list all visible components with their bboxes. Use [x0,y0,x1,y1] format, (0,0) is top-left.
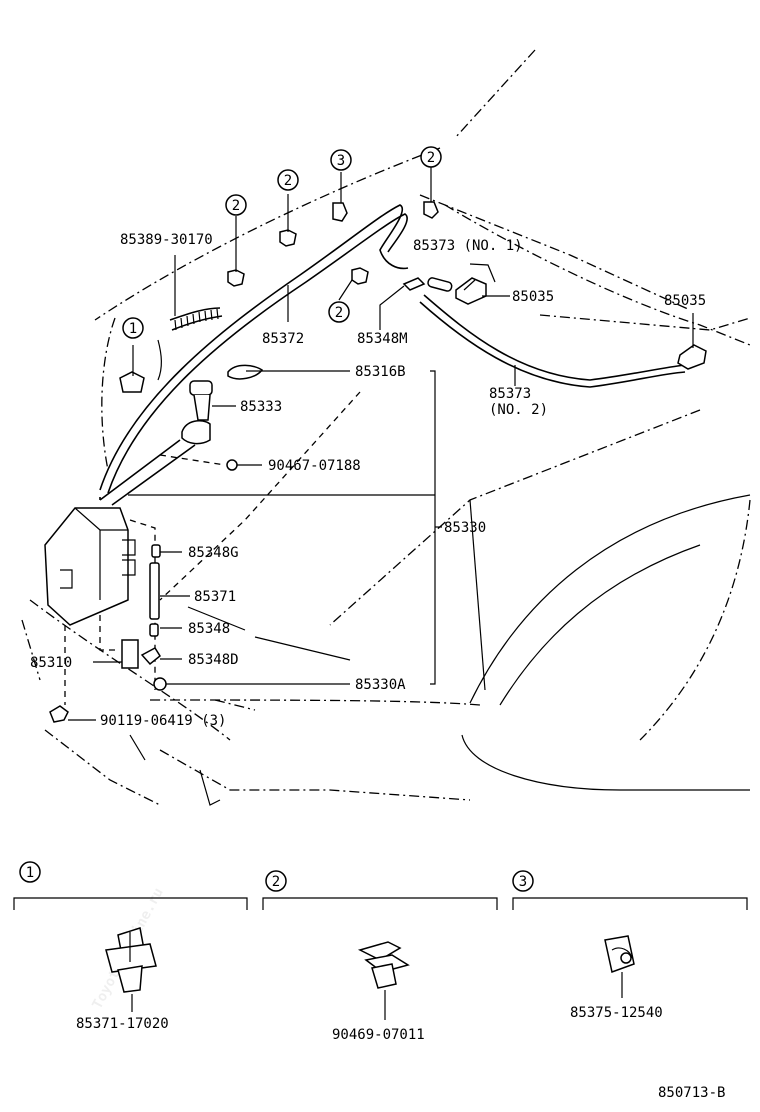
part-label: 85035 [512,289,554,305]
callout-3-label: 3 [337,153,345,169]
part-label: 85348D [188,652,239,668]
callout-2-label: 2 [427,150,435,166]
detail-2-label: 2 [272,874,280,890]
detail-3-part: 85375-12540 [570,1005,663,1021]
hoses [99,204,686,500]
detail-3-bracket [512,897,748,910]
hose-protector [169,307,223,331]
callout-1-label: 1 [129,321,137,337]
callout-2-marker [277,169,299,191]
clip-3-drawing [604,935,635,973]
part-label: 85035 [664,293,706,309]
callout-2-marker [328,301,350,323]
washer-tank [44,364,264,723]
figure-code: 850713-B [658,1085,725,1101]
part-label: 85348G [188,545,239,561]
part-label: 85310 [30,655,72,671]
part-label: 85330A [355,677,406,693]
part-label: 90119-06419 (3) [100,713,226,729]
detail-1-marker [19,861,41,883]
clip-2-drawing [357,941,410,989]
part-label: 85372 [262,331,304,347]
callout-2-label: 2 [335,305,343,321]
detail-3-marker [512,870,534,892]
callout-2-label: 2 [284,173,292,189]
part-label: 90467-07188 [268,458,361,474]
detail-1-label: 1 [26,865,34,881]
part-label: 85389-30170 [120,232,213,248]
detail-1-part: 85371-17020 [76,1016,169,1032]
detail-2-part: 90469-07011 [332,1027,425,1043]
detail-section: 1 2 3 85371-17020 90469-07011 [13,861,748,1043]
part-label: 85316B [355,364,406,380]
detail-3-label: 3 [519,874,527,890]
part-labels: 85389-30170 85372 85373 (NO. 1) 85035 85… [30,232,706,729]
leader-lines [68,167,694,721]
part-label: 85348M [357,331,408,347]
part-label: (NO. 2) [489,402,548,418]
detail-2-bracket [262,897,498,910]
part-label: 85373 (NO. 1) [413,238,523,254]
part-label: 85371 [194,589,236,605]
detail-1-bracket [13,897,248,910]
callout-1-marker [122,317,144,339]
callout-markers: 1 2 2 3 2 2 [122,146,442,339]
hood-clamps [119,201,439,393]
callout-3-marker [330,149,352,171]
callout-2-marker [225,194,247,216]
part-label: 85373 [489,386,531,402]
part-label: 85348 [188,621,230,637]
nozzles [402,277,707,370]
part-label: 85330 [444,520,486,536]
detail-2-marker [265,870,287,892]
body-outline [21,49,751,806]
clip-1-drawing [105,927,157,993]
callout-2-label: 2 [232,198,240,214]
part-label: 85333 [240,399,282,415]
callout-2-marker [420,146,442,168]
